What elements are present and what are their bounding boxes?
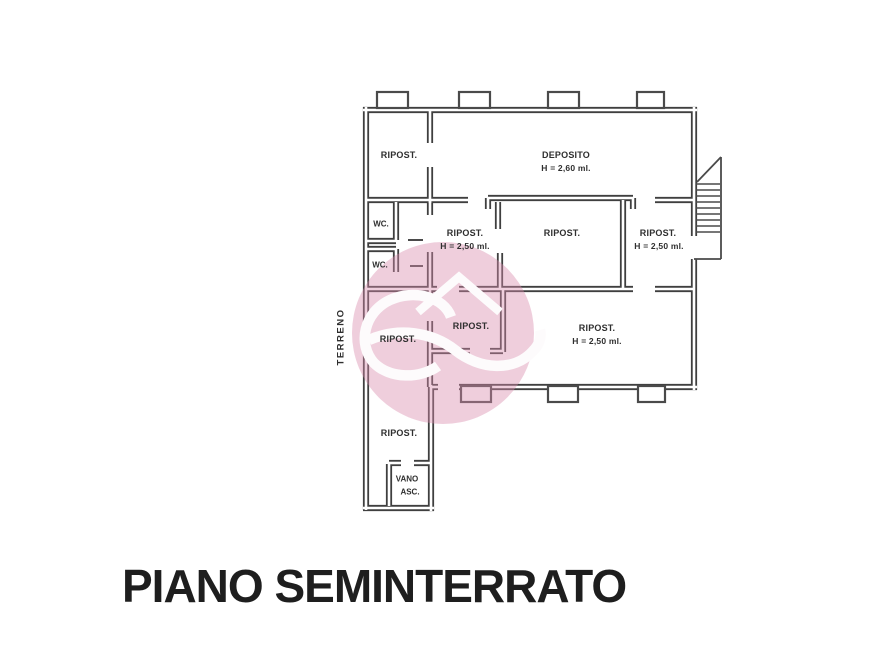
terrain-label: TERRENO	[335, 308, 347, 366]
room-height-ripost-mid-right: H = 2,50 ml.	[634, 241, 684, 251]
room-height-ripost-mid-left: H = 2,50 ml.	[440, 241, 490, 251]
room-label-ripost-mid-right: RIPOST.	[639, 228, 677, 238]
room-label-ripost-bottom-center: RIPOST.	[452, 321, 490, 331]
room-label-wc-2: WC.	[372, 260, 388, 270]
room-label-ripost-mid-center: RIPOST.	[543, 228, 581, 238]
room-label-ripost-corridor: RIPOST.	[380, 428, 418, 438]
room-label-vano-asc-line2: ASC.	[400, 487, 420, 497]
room-height-ripost-bottom-right: H = 2,50 ml.	[572, 336, 622, 346]
floor-title: PIANO SEMINTERRATO	[122, 560, 627, 612]
room-label-ripost-top-left: RIPOST.	[380, 150, 418, 160]
room-label-ripost-bottom-right: RIPOST.	[578, 323, 616, 333]
room-label-vano-asc-line1: VANO	[395, 474, 419, 484]
room-label-wc-1: WC.	[373, 219, 389, 229]
room-label-deposito: DEPOSITO	[542, 150, 590, 160]
room-label-ripost-bottom-left: RIPOST.	[379, 334, 417, 344]
room-label-ripost-mid-left: RIPOST.	[446, 228, 484, 238]
room-height-deposito: H = 2,60 ml.	[541, 163, 591, 173]
